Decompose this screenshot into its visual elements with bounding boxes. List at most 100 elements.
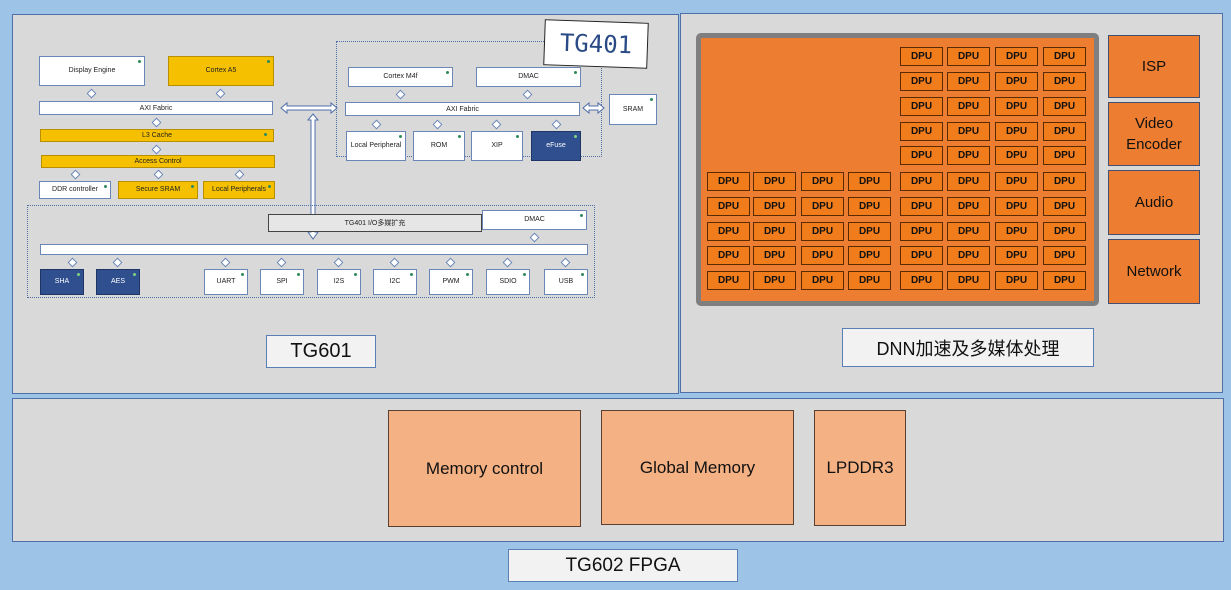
- fpga-label: TG602 FPGA: [508, 549, 738, 582]
- dpu-cell: DPU: [900, 222, 943, 241]
- dpu-cell: DPU: [995, 172, 1038, 191]
- dpu-cell: DPU: [1043, 197, 1086, 216]
- lpddr3-block: LPDDR3: [814, 410, 906, 526]
- dpu-cell: DPU: [995, 246, 1038, 265]
- dpu-cell: DPU: [1043, 72, 1086, 91]
- dpu-cell: DPU: [947, 172, 990, 191]
- dpu-cell: DPU: [995, 197, 1038, 216]
- global-memory-block: Global Memory: [601, 410, 794, 525]
- usb-block: USB: [544, 269, 588, 295]
- dpu-cell: DPU: [900, 172, 943, 191]
- dpu-cell: DPU: [707, 172, 750, 191]
- dpu-cell: DPU: [848, 246, 891, 265]
- dpu-cell: DPU: [707, 197, 750, 216]
- dpu-cell: DPU: [848, 222, 891, 241]
- axi-fabric-right-bus: AXI Fabric: [345, 102, 580, 116]
- dpu-cell: DPU: [947, 97, 990, 116]
- dmac-bottom-block: DMAC: [482, 210, 587, 230]
- network-block: Network: [1108, 239, 1200, 304]
- dpu-cell: DPU: [995, 146, 1038, 165]
- dpu-cell: DPU: [848, 197, 891, 216]
- dpu-cell: DPU: [753, 222, 796, 241]
- xip-block: XIP: [471, 131, 523, 161]
- local-peripherals-block: Local Peripherals: [203, 181, 275, 199]
- dpu-cell: DPU: [707, 222, 750, 241]
- dpu-cell: DPU: [995, 222, 1038, 241]
- cortex-m4f-block: Cortex M4f: [348, 67, 453, 87]
- cortex-a5-block: Cortex A5: [168, 56, 274, 86]
- dpu-cell: DPU: [995, 122, 1038, 141]
- dpu-cell: DPU: [1043, 47, 1086, 66]
- efuse-block: eFuse: [531, 131, 581, 161]
- aes-block: AES: [96, 269, 140, 295]
- dpu-cell: DPU: [947, 122, 990, 141]
- display-engine-block: Display Engine: [39, 56, 145, 86]
- dpu-cell: DPU: [995, 47, 1038, 66]
- uart-block: UART: [204, 269, 248, 295]
- local-peripheral-block: Local Peripheral: [346, 131, 406, 161]
- dpu-cell: DPU: [801, 197, 844, 216]
- dpu-cell: DPU: [947, 146, 990, 165]
- dpu-cell: DPU: [753, 271, 796, 290]
- dpu-cell: DPU: [848, 271, 891, 290]
- dpu-cell: DPU: [900, 122, 943, 141]
- dpu-cell: DPU: [900, 146, 943, 165]
- dpu-cell: DPU: [753, 197, 796, 216]
- dpu-cell: DPU: [900, 271, 943, 290]
- ddr-controller-block: DDR controller: [39, 181, 111, 199]
- dpu-cell: DPU: [995, 97, 1038, 116]
- dpu-cell: DPU: [900, 246, 943, 265]
- peripheral-bus: [40, 244, 588, 255]
- pwm-block: PWM: [429, 269, 473, 295]
- dmac-top-block: DMAC: [476, 67, 581, 87]
- secure-sram-block: Secure SRAM: [118, 181, 198, 199]
- io-region: [27, 205, 595, 298]
- access-control-bar: Access Control: [41, 155, 275, 168]
- tg601-label: TG601: [266, 335, 376, 368]
- interconnect-arrows: [280, 101, 605, 240]
- i2s-block: I2S: [317, 269, 361, 295]
- sdio-block: SDIO: [486, 269, 530, 295]
- dnn-label: DNN加速及多媒体处理: [842, 328, 1094, 367]
- dpu-cell: DPU: [1043, 222, 1086, 241]
- dpu-cell: DPU: [801, 271, 844, 290]
- tg401-region: [336, 41, 602, 157]
- dpu-cell: DPU: [753, 172, 796, 191]
- sram-block: SRAM: [609, 94, 657, 125]
- dpu-cell: DPU: [900, 47, 943, 66]
- dpu-cell: DPU: [900, 72, 943, 91]
- dpu-cell: DPU: [947, 197, 990, 216]
- memory-control-block: Memory control: [388, 410, 581, 527]
- dpu-cell: DPU: [947, 246, 990, 265]
- dpu-cell: DPU: [707, 246, 750, 265]
- dpu-cell: DPU: [947, 47, 990, 66]
- video-encoder-block: Video Encoder: [1108, 102, 1200, 166]
- dpu-cell: DPU: [947, 222, 990, 241]
- io-expansion-bar: TG401 I/O多媒扩充: [268, 214, 482, 232]
- audio-block: Audio: [1108, 170, 1200, 235]
- dpu-cell: DPU: [900, 197, 943, 216]
- dpu-cell: DPU: [1043, 122, 1086, 141]
- i2c-block: I2C: [373, 269, 417, 295]
- isp-block: ISP: [1108, 35, 1200, 98]
- rom-block: ROM: [413, 131, 465, 161]
- dpu-cell: DPU: [1043, 146, 1086, 165]
- dpu-cell: DPU: [1043, 97, 1086, 116]
- dpu-cell: DPU: [947, 72, 990, 91]
- dpu-cell: DPU: [801, 222, 844, 241]
- dpu-cell: DPU: [947, 271, 990, 290]
- axi-fabric-left-bus: AXI Fabric: [39, 101, 273, 115]
- spi-block: SPI: [260, 269, 304, 295]
- dpu-cell: DPU: [995, 72, 1038, 91]
- dpu-cell: DPU: [753, 246, 796, 265]
- dpu-cell: DPU: [1043, 246, 1086, 265]
- sha-block: SHA: [40, 269, 84, 295]
- dpu-cell: DPU: [1043, 271, 1086, 290]
- dpu-cell: DPU: [801, 246, 844, 265]
- dpu-cell: DPU: [707, 271, 750, 290]
- dpu-cell: DPU: [900, 97, 943, 116]
- dpu-cell: DPU: [801, 172, 844, 191]
- dpu-cell: DPU: [848, 172, 891, 191]
- l3-cache-bar: L3 Cache: [40, 129, 274, 142]
- dpu-array: [696, 33, 1099, 306]
